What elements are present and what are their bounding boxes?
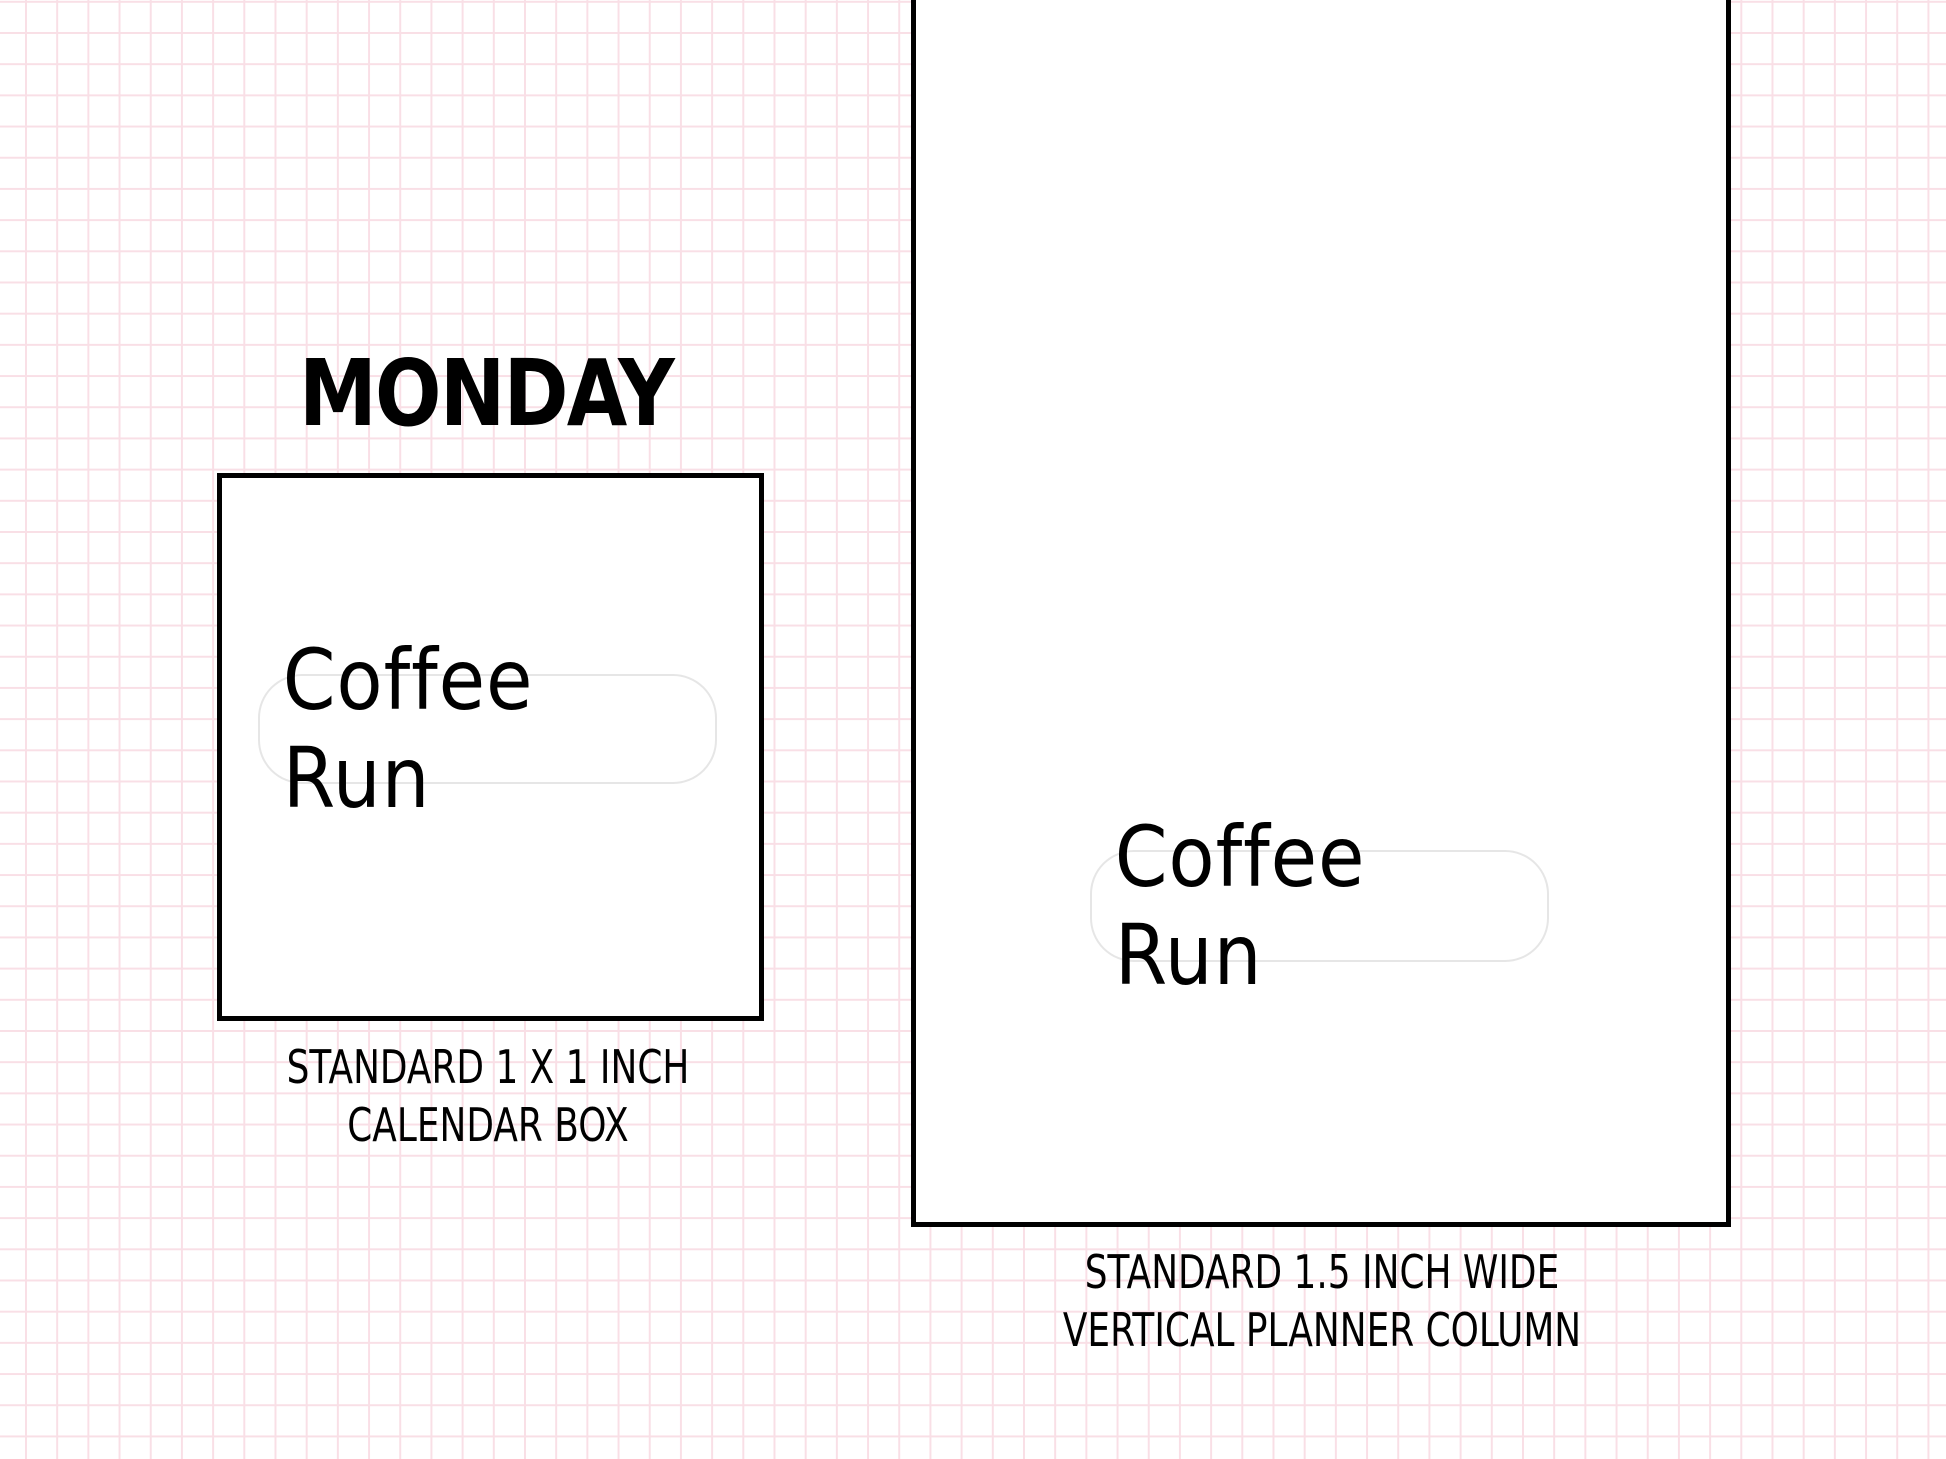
day-heading: MONDAY — [298, 340, 675, 447]
coffee-run-sticker-small: Coffee Run — [258, 631, 717, 827]
coffee-run-sticker-large: Coffee Run — [1090, 808, 1549, 1004]
calendar-box-label-line1: STANDARD 1 X 1 INCH — [286, 1040, 690, 1094]
sticker-text: Coffee Run — [1114, 808, 1366, 1004]
planner-column-label: STANDARD 1.5 INCH WIDE VERTICAL PLANNER … — [1063, 1243, 1581, 1359]
planner-column-label-line2: VERTICAL PLANNER COLUMN — [1062, 1303, 1582, 1357]
calendar-box-label: STANDARD 1 X 1 INCH CALENDAR BOX — [287, 1038, 690, 1154]
sticker-text: Coffee Run — [282, 631, 534, 827]
planner-column-label-line1: STANDARD 1.5 INCH WIDE — [1084, 1245, 1560, 1299]
calendar-box-label-line2: CALENDAR BOX — [347, 1098, 629, 1152]
planner-column — [911, 0, 1731, 1227]
